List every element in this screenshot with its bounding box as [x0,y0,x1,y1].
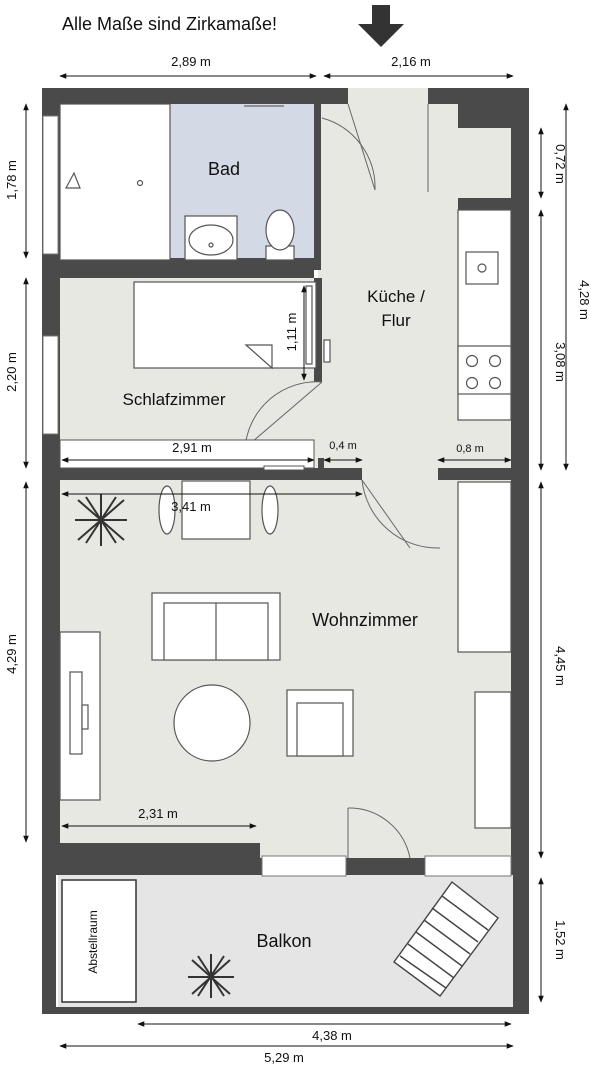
dining-table [158,480,279,540]
dim-outer-total-width: 5,29 m [264,1050,304,1065]
kitchen-counter [457,209,512,421]
balkon-plant-icon [188,954,234,998]
north-arrow-icon [358,5,404,47]
dim-balkon-height: 1,52 m [553,920,568,960]
tv-sideboard [59,631,101,801]
dim-schlaf-height: 2,20 m [4,352,19,392]
dim-bed-length: 1,11 m [284,313,299,352]
bed [133,281,331,370]
dim-kitchen-height: 3,08 m [553,342,568,382]
plant-icon [75,494,127,546]
dim-niche-height: 0,72 m [553,144,568,184]
dim-wohn-width: 3,41 m [171,499,211,514]
door-openings [348,88,438,480]
toilet [265,209,295,261]
dim-wohn-left-height: 4,29 m [4,634,19,674]
wardrobe [59,439,315,471]
dim-inner-total-width: 4,38 m [312,1028,352,1043]
sofa [151,592,281,661]
sink [184,215,238,261]
cabinets [457,481,512,829]
room-label-balkon: Balkon [256,931,311,951]
plan-note: Alle Maße sind Zirkamaße! [62,14,278,34]
dim-schlaf-width: 2,91 m [172,440,212,455]
dim-bad-height: 1,78 m [4,160,19,200]
room-label-schlafzimmer: Schlafzimmer [123,390,226,409]
room-label-kueche-2: Flur [381,311,411,330]
dimension-lines [23,73,569,1049]
room-label-bad: Bad [208,159,240,179]
walls [42,88,529,1014]
doors [244,103,441,859]
round-table [173,684,251,762]
dim-top-right-width: 2,16 m [391,54,431,69]
floor-wohnzimmer [60,480,511,858]
windows [42,115,512,877]
dim-door-gap-1: 0,4 m [329,440,357,452]
dim-total-right-height: 4,28 m [577,280,591,320]
room-label-kueche-1: Küche / [367,287,425,306]
dim-door-gap-2: 0,8 m [456,443,484,455]
armchair [286,689,354,757]
bathtub-shower [59,103,171,261]
deck-chair [393,881,499,997]
room-label-wohnzimmer: Wohnzimmer [312,610,418,630]
dim-wohn-lower-width: 2,31 m [138,806,178,821]
dim-wohn-right-height: 4,45 m [553,646,568,686]
room-label-abstellraum: Abstellraum [86,910,100,973]
abstellraum-box [61,879,137,1003]
dim-top-left-width: 2,89 m [171,54,211,69]
